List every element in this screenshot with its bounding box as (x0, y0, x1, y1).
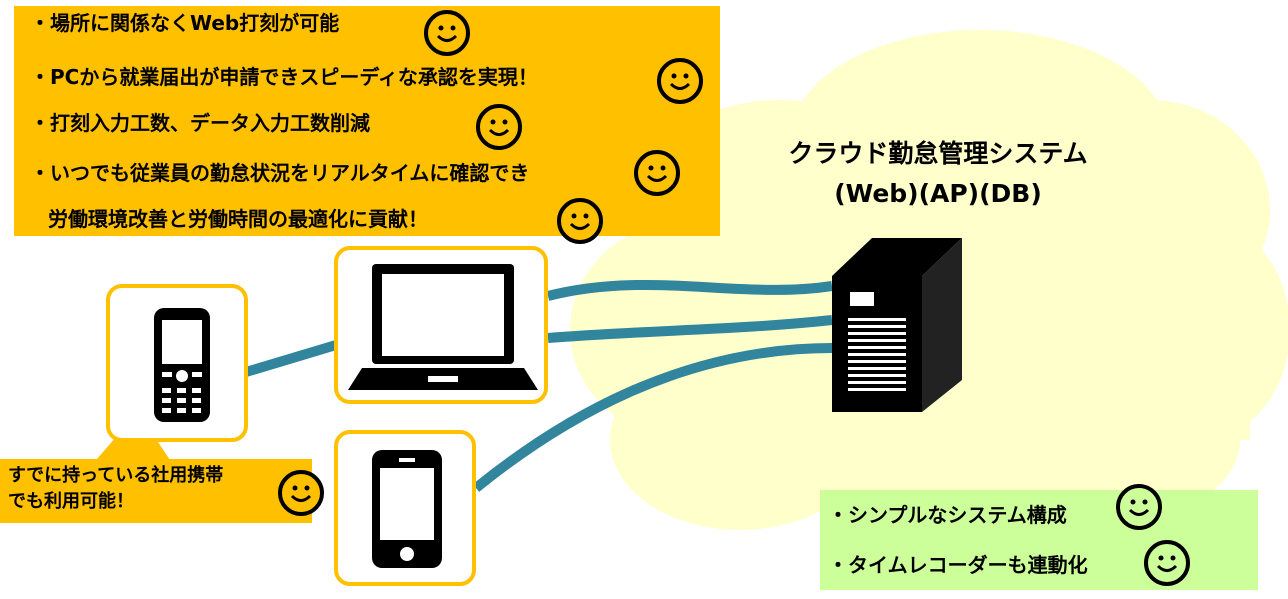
smiley-face-icon (476, 104, 522, 150)
connector-laptop-server-2 (547, 315, 833, 343)
smiley-face-icon (657, 58, 703, 104)
system-point-item: ・タイムレコーダーも連動化 (828, 553, 1088, 577)
benefit-item: 労働環境改善と労働時間の最適化に貢献！ (48, 207, 428, 231)
benefit-item: ・PCから就業届出が申請できスピーディな承認を実現！ (30, 65, 538, 89)
benefit-item: ・打刻入力工数、データ入力工数削減 (30, 111, 370, 135)
smartphone-frame (334, 430, 476, 586)
server-title-line1: クラウド勤怠管理システム (788, 139, 1088, 168)
smartphone-icon (372, 450, 442, 568)
connector-laptop-server-1 (546, 279, 833, 301)
system-point-item: ・シンプルなシステム構成 (828, 503, 1067, 527)
cloud-shape (570, 30, 1288, 530)
feature-phone-frame (106, 284, 248, 442)
benefit-item: ・場所に関係なくWeb打刻が可能 (30, 11, 340, 35)
laptop-frame (334, 246, 548, 404)
server-tower-icon (832, 238, 962, 412)
server-title: クラウド勤怠管理システム (Web)(AP)(DB) (748, 134, 1128, 214)
callout-text: すでに持っている社用携帯 でも利用可能！ (8, 463, 223, 515)
smiley-face-icon (1144, 540, 1190, 586)
feature-phone-icon (154, 308, 210, 422)
callout-line1: すでに持っている社用携帯 (8, 465, 224, 486)
smiley-face-icon (424, 10, 470, 56)
smiley-face-icon (278, 470, 324, 516)
server-title-line2: (Web)(AP)(DB) (834, 179, 1042, 208)
smiley-face-icon (1116, 484, 1162, 530)
connector-tablet-server (472, 343, 833, 492)
connector-phone-laptop (244, 340, 338, 377)
callout-box: すでに持っている社用携帯 でも利用可能！ (0, 459, 312, 523)
smiley-face-icon (634, 150, 680, 196)
benefit-item: ・いつでも従業員の勤怠状況をリアルタイムに確認でき (30, 161, 530, 185)
laptop-icon (348, 264, 538, 390)
system-points-box: ・シンプルなシステム構成 ・タイムレコーダーも連動化 (820, 490, 1258, 590)
benefits-box (14, 6, 720, 236)
callout-line2: でも利用可能！ (8, 491, 134, 512)
smiley-face-icon (557, 198, 603, 244)
